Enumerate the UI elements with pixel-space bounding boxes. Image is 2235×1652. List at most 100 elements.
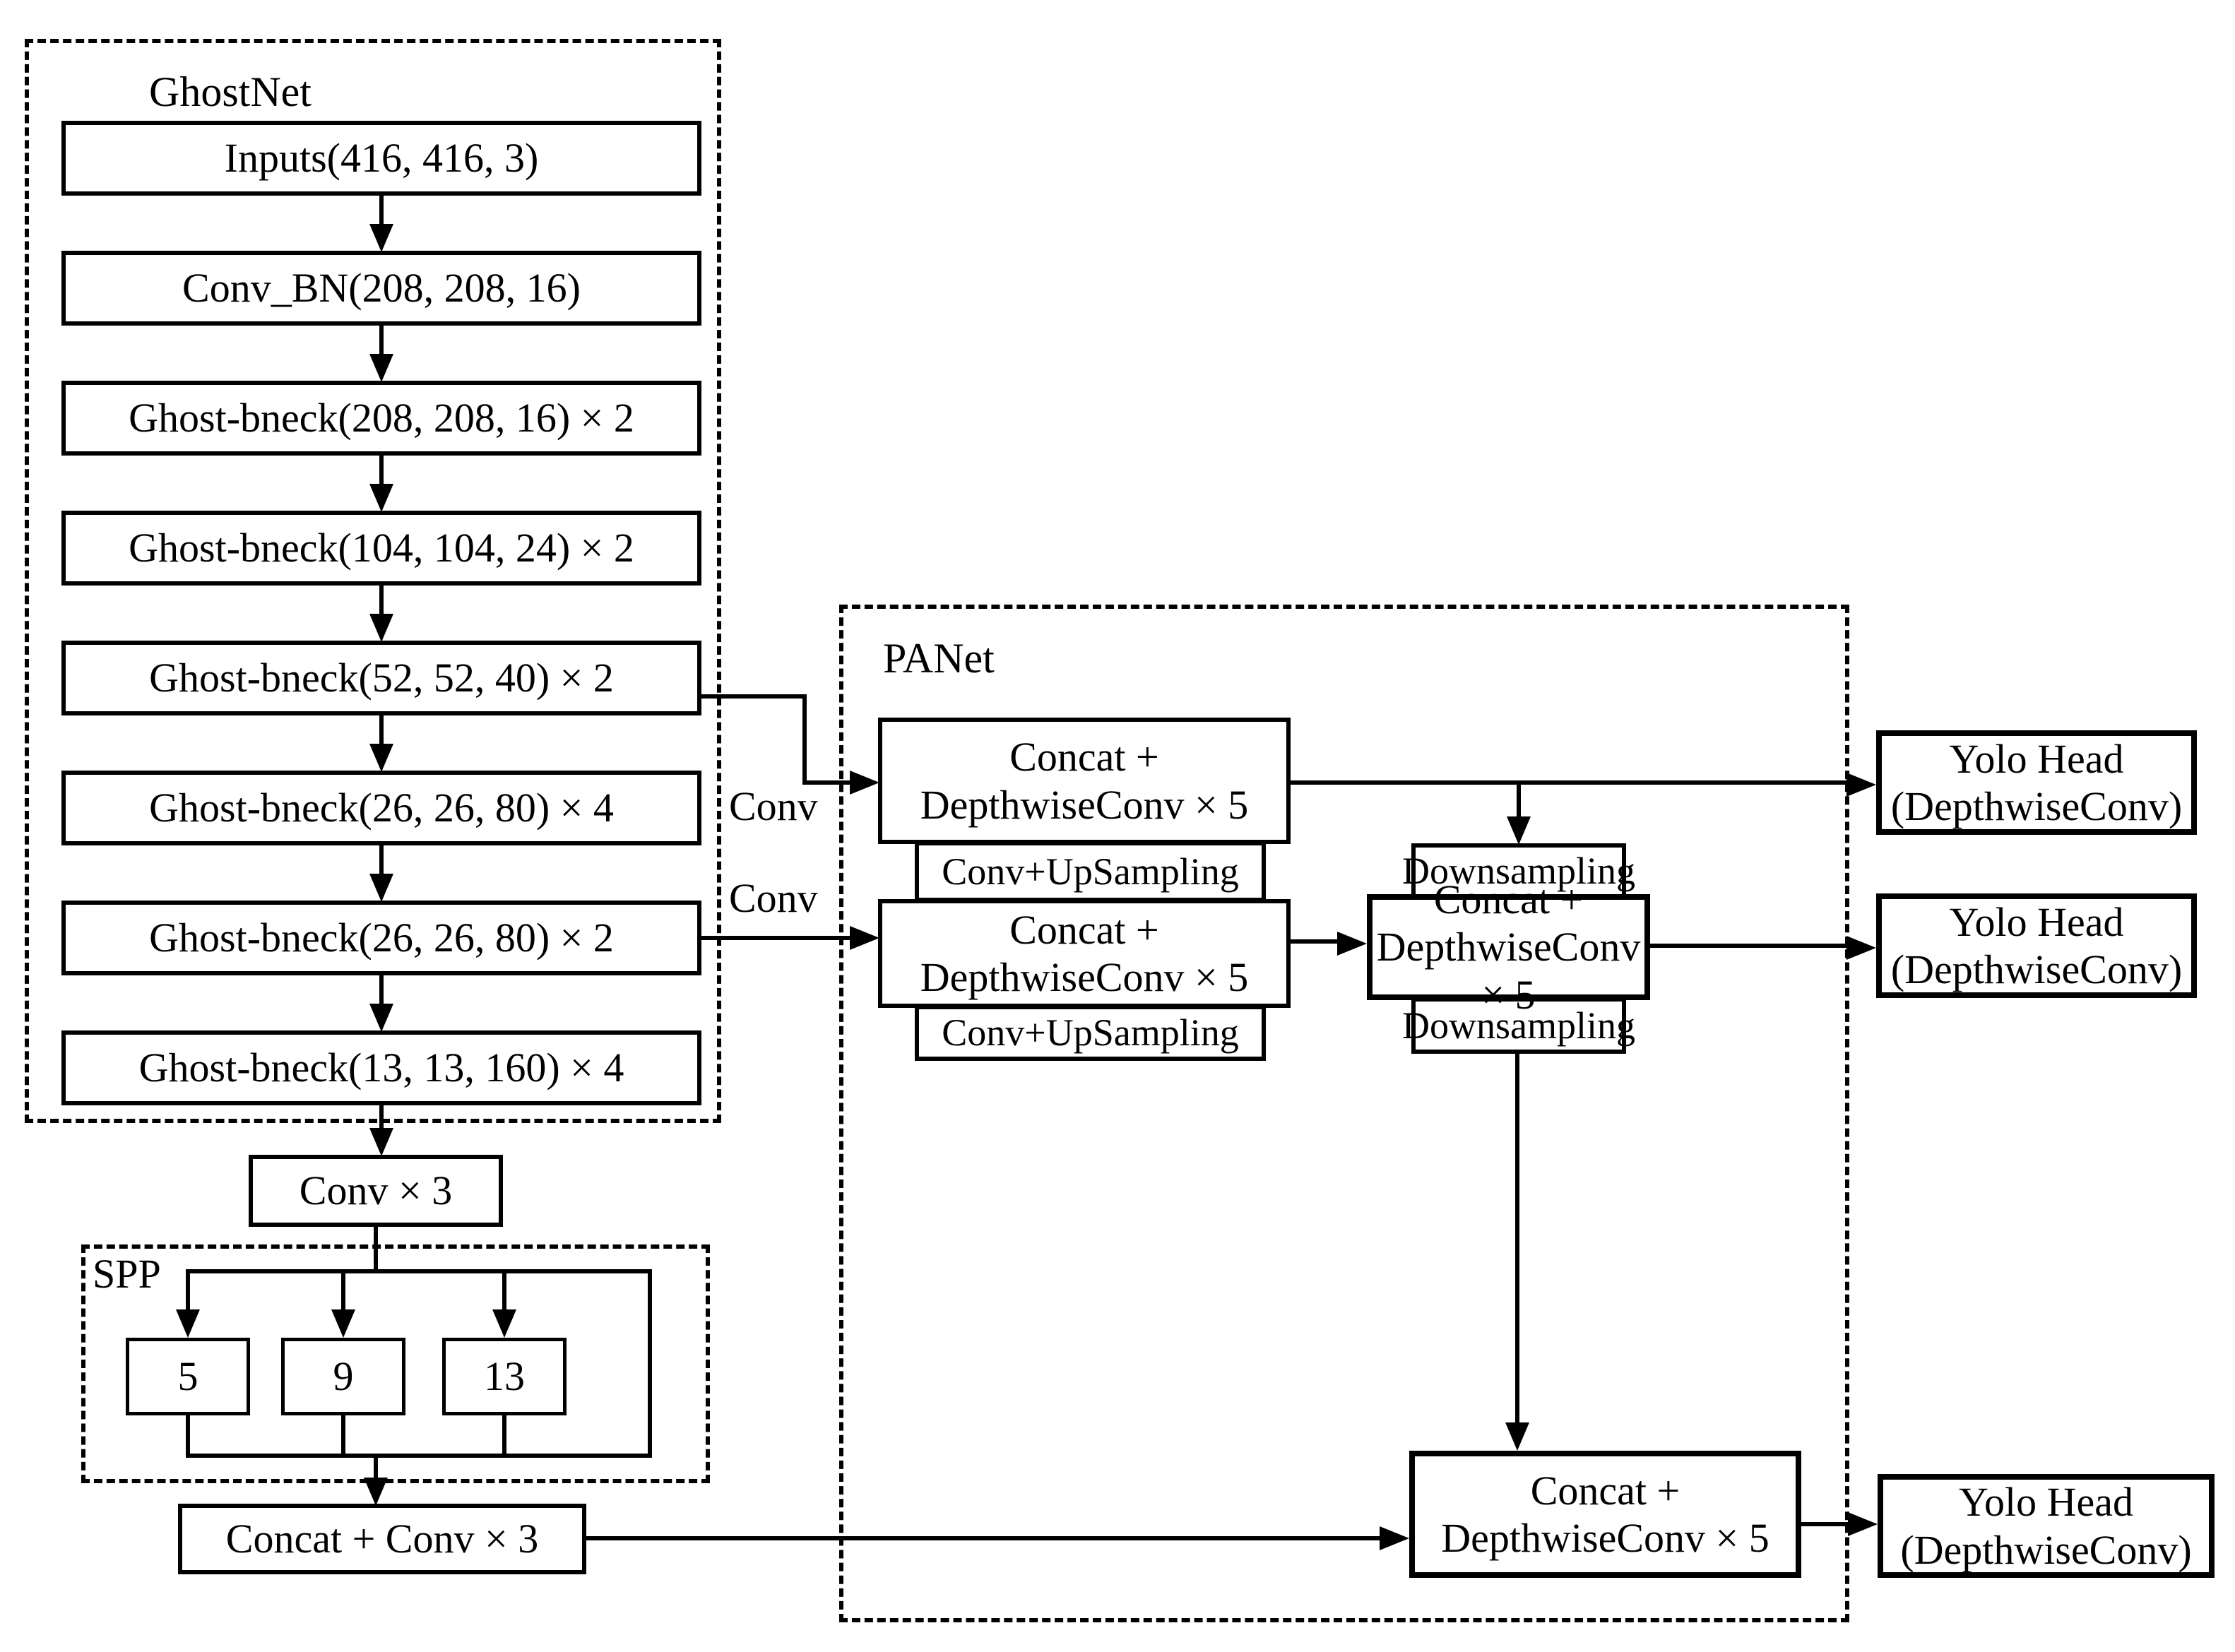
downsampling-label: Downsampling <box>1402 1004 1635 1047</box>
spp-collection-line <box>186 1454 652 1458</box>
spp-pool-box-9: 9 <box>281 1338 405 1415</box>
connector-line <box>186 1415 190 1458</box>
downsampling-label: Downsampling <box>1402 849 1635 892</box>
connector-line <box>701 936 853 940</box>
layer-label: Ghost-bneck(26, 26, 80) × 2 <box>149 915 614 961</box>
layer-label: Ghost-bneck(104, 104, 24) × 2 <box>129 525 634 571</box>
spp-pool-box-5: 5 <box>126 1338 250 1415</box>
arrow-line <box>1515 1054 1519 1425</box>
connector-line <box>374 1227 378 1273</box>
arrow-line <box>341 1269 345 1311</box>
layer-label: Conv_BN(208, 208, 16) <box>182 265 581 311</box>
arrow-down-icon <box>369 614 393 642</box>
conv-upsampling-label: Conv+UpSampling <box>942 1011 1239 1054</box>
arrow-line <box>502 1269 506 1311</box>
arrow-down-icon <box>369 1128 393 1156</box>
arrow-right-icon <box>1846 936 1876 960</box>
conv-edge-label-1: Conv <box>729 783 818 829</box>
connector-line <box>586 1536 1384 1540</box>
layer-box-ghost-bneck-13: Ghost-bneck(13, 13, 160) × 4 <box>61 1030 701 1105</box>
arrow-line <box>379 715 384 745</box>
layer-box-ghost-bneck-208: Ghost-bneck(208, 208, 16) × 2 <box>61 381 701 456</box>
arrow-right-icon <box>850 771 879 795</box>
arrow-line <box>379 1105 384 1129</box>
ghostnet-dashed-border <box>25 39 721 1123</box>
arrow-line <box>379 196 384 225</box>
downsampling-box-1: Downsampling <box>1402 843 1635 898</box>
connector-line <box>502 1415 506 1458</box>
spp-label: SPP <box>93 1251 161 1297</box>
conv-x3-label: Conv × 3 <box>299 1167 453 1214</box>
pool-size-label: 9 <box>333 1353 354 1400</box>
connector-line <box>802 694 807 785</box>
layer-label: Ghost-bneck(26, 26, 80) × 4 <box>149 785 614 831</box>
yolo-head-box-2: Yolo Head (DepthwiseConv) <box>1876 893 2197 998</box>
arrow-down-icon <box>369 744 393 772</box>
arrow-down-icon <box>1505 1422 1529 1451</box>
panet-label: PANet <box>883 635 995 682</box>
arrow-line <box>379 975 384 1005</box>
arrow-down-icon <box>369 1004 393 1032</box>
arrow-line <box>374 1454 378 1479</box>
layer-label: Ghost-bneck(13, 13, 160) × 4 <box>138 1045 624 1091</box>
concat-depthwise-box-1: Concat + DepthwiseConv × 5 <box>878 718 1291 844</box>
spp-pool-box-13: 13 <box>442 1338 567 1415</box>
concat-depthwise-box-2: Concat + DepthwiseConv × 5 <box>878 899 1291 1008</box>
layer-box-inputs: Inputs(416, 416, 3) <box>61 121 701 196</box>
arrow-line <box>186 1269 190 1311</box>
arrow-right-icon <box>1337 932 1367 956</box>
arrow-down-icon <box>492 1309 516 1338</box>
arrow-down-icon <box>369 224 393 252</box>
spp-dashed-border <box>81 1244 710 1483</box>
connector-line <box>1801 1522 1852 1526</box>
conv-upsampling-label: Conv+UpSampling <box>942 850 1239 893</box>
concat-depthwise-label-line2: DepthwiseConv × 5 <box>920 781 1249 828</box>
pool-size-label: 13 <box>484 1353 525 1400</box>
yolo-head-label-line1: Yolo Head <box>1949 898 2124 945</box>
yolo-head-label-line2: (DepthwiseConv) <box>1890 946 2183 992</box>
concat-depthwise-label-line2: DepthwiseConv × 5 <box>1441 1515 1769 1561</box>
arrow-down-icon <box>1507 816 1531 845</box>
layer-box-ghost-bneck-52: Ghost-bneck(52, 52, 40) × 2 <box>61 641 701 715</box>
layer-label: Ghost-bneck(208, 208, 16) × 2 <box>129 395 634 441</box>
connector-line <box>1650 944 1849 948</box>
conv-upsampling-box-2: Conv+UpSampling <box>915 1005 1266 1061</box>
layer-box-ghost-bneck-26x2: Ghost-bneck(26, 26, 80) × 2 <box>61 901 701 975</box>
arrow-down-icon <box>369 874 393 902</box>
arrow-down-icon <box>364 1478 388 1506</box>
conv-upsampling-box-1: Conv+UpSampling <box>915 841 1266 902</box>
pool-size-label: 5 <box>177 1353 198 1400</box>
arrow-line <box>1517 780 1521 819</box>
concat-depthwise-label-line1: Concat + <box>1530 1467 1680 1514</box>
arrow-line <box>379 326 384 355</box>
layer-box-conv-bn: Conv_BN(208, 208, 16) <box>61 251 701 326</box>
ghostnet-label: GhostNet <box>149 69 312 115</box>
concat-depthwise-box-4: Concat + DepthwiseConv × 5 <box>1409 1451 1801 1578</box>
concat-depthwise-label-line2: DepthwiseConv × 5 <box>920 954 1249 1000</box>
concat-depthwise-box-3: Concat + DepthwiseConv × 5 <box>1367 876 1650 1018</box>
concat-conv-x3-label: Concat + Conv × 3 <box>225 1516 539 1562</box>
connector-line <box>341 1415 345 1458</box>
conv-edge-label-2: Conv <box>729 875 818 921</box>
layer-box-ghost-bneck-26x4: Ghost-bneck(26, 26, 80) × 4 <box>61 771 701 845</box>
layer-label: Inputs(416, 416, 3) <box>224 135 539 182</box>
arrow-down-icon <box>369 484 393 512</box>
layer-label: Ghost-bneck(52, 52, 40) × 2 <box>149 655 614 701</box>
arrow-down-icon <box>331 1309 355 1338</box>
spp-bypass-line <box>648 1269 652 1456</box>
yolo-head-label-line1: Yolo Head <box>1958 1479 2134 1526</box>
yolo-head-label-line2: (DepthwiseConv) <box>1890 783 2183 829</box>
yolo-head-box-3: Yolo Head (DepthwiseConv) <box>1878 1474 2215 1578</box>
arrow-down-icon <box>176 1309 200 1338</box>
arrow-right-icon <box>1380 1526 1409 1550</box>
arrow-down-icon <box>369 354 393 382</box>
conv-x3-box: Conv × 3 <box>249 1155 503 1227</box>
spp-distribution-line <box>186 1269 652 1273</box>
arrow-line <box>379 456 384 485</box>
arrow-line <box>379 845 384 875</box>
connector-line <box>701 694 807 699</box>
arrow-right-icon <box>850 926 879 950</box>
connector-line <box>802 780 855 785</box>
concat-depthwise-label-line1: Concat + <box>1009 906 1159 953</box>
arrow-right-icon <box>1846 773 1876 797</box>
